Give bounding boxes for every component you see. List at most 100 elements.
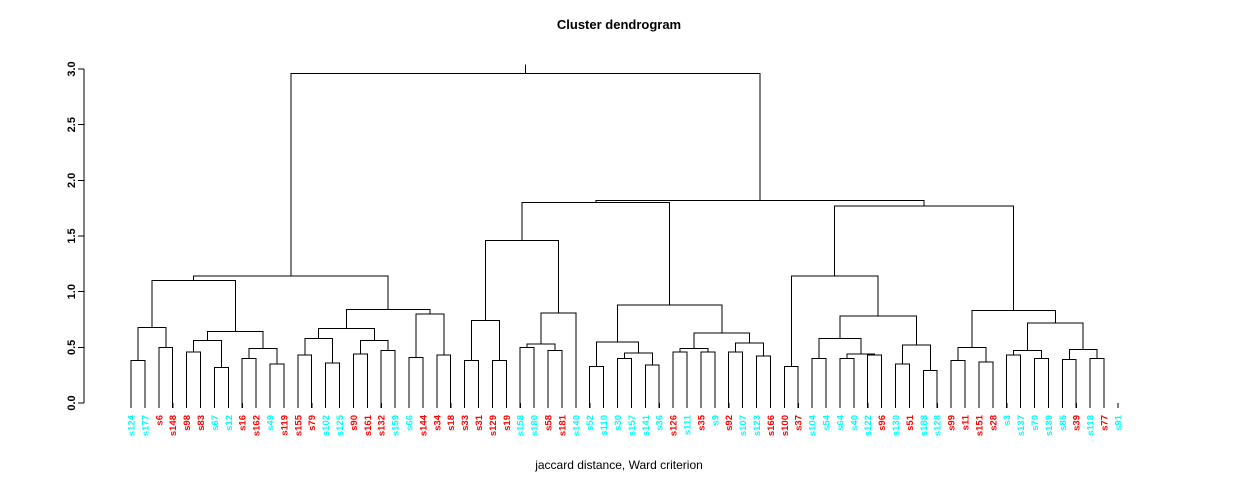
leaf-label-s9: s9 xyxy=(710,415,721,426)
leaf-label-s6: s6 xyxy=(154,415,165,426)
dendrogram-branch xyxy=(304,337,334,363)
dendrogram-branch xyxy=(408,356,424,403)
leaf-label-s96: s96 xyxy=(877,415,888,431)
dendrogram-branch xyxy=(895,363,910,403)
dendrogram-branch xyxy=(345,308,431,329)
leaf-label-s151: s151 xyxy=(974,414,985,436)
dendrogram-branch xyxy=(971,310,1056,348)
dendrogram-branch xyxy=(922,370,938,403)
dendrogram-branch xyxy=(1089,357,1105,403)
leaf-label-s166: s166 xyxy=(766,415,777,436)
leaf-label-s33: s33 xyxy=(460,415,471,431)
leaf-label-s40: s40 xyxy=(849,415,860,431)
dendrogram-branch xyxy=(297,354,313,403)
dendrogram-branch xyxy=(151,280,236,332)
leaf-label-s140: s140 xyxy=(571,415,582,436)
leaf-label-s36: s36 xyxy=(655,415,666,431)
dendrogram-branch xyxy=(547,350,563,403)
dendrogram-branch xyxy=(901,344,931,371)
leaf-label-s90: s90 xyxy=(349,415,360,431)
leaf-label-s111: s111 xyxy=(683,414,694,435)
leaf-label-s157: s157 xyxy=(627,415,638,436)
leaf-label-s118: s118 xyxy=(1086,415,1097,436)
leaf-label-s123: s123 xyxy=(752,415,763,436)
leaf-label-s130: s130 xyxy=(891,415,902,436)
dendrogram-branch xyxy=(206,331,264,349)
dendrogram-branch xyxy=(1006,354,1022,403)
dendrogram-branch xyxy=(269,363,285,403)
leaf-label-s102: s102 xyxy=(321,415,332,436)
dendrogram-branch xyxy=(471,320,500,361)
dendrogram-branch xyxy=(957,346,987,362)
leaf-label-s91: s91 xyxy=(1113,414,1124,431)
dendrogram-branch xyxy=(290,72,761,277)
y-axis-tick-label: 2.0 xyxy=(66,173,78,188)
leaf-label-s141: s141 xyxy=(641,414,652,436)
leaf-label-s128: s128 xyxy=(933,415,944,436)
dendrogram-branch xyxy=(672,351,688,403)
dendrogram-branch xyxy=(1034,357,1049,403)
leaf-label-s58: s58 xyxy=(544,415,555,431)
dendrogram-branch xyxy=(818,337,862,359)
dendrogram-branch xyxy=(241,357,257,403)
leaf-label-s52: s52 xyxy=(585,415,596,431)
y-axis-tick-label: 0.0 xyxy=(66,395,78,410)
leaf-label-s34: s34 xyxy=(432,414,443,431)
dendrogram-branch xyxy=(834,205,1015,311)
dendrogram-branch xyxy=(756,355,771,403)
y-axis-tick-label: 2.5 xyxy=(66,117,78,132)
leaf-label-s144: s144 xyxy=(418,414,429,436)
dendrogram-branch xyxy=(540,312,577,403)
dendrogram-branch xyxy=(679,347,709,352)
leaf-label-s67: s67 xyxy=(210,415,221,431)
dendrogram-branch xyxy=(839,315,917,346)
leaf-label-s31: s31 xyxy=(474,414,485,431)
dendrogram-branch xyxy=(186,351,201,403)
x-axis-label: jaccard distance, Ward criterion xyxy=(535,458,703,472)
leaf-label-s159: s159 xyxy=(391,415,402,436)
dendrogram-branch xyxy=(213,366,229,403)
dendrogram-branch xyxy=(811,357,827,403)
dendrogram-branch xyxy=(595,199,925,206)
leaf-label-s64: s64 xyxy=(835,414,846,431)
leaf-label-s85: s85 xyxy=(1058,414,1069,431)
leaf-label-s35: s35 xyxy=(696,414,707,431)
leaf-label-s51: s51 xyxy=(905,414,916,431)
dendrogram-branch xyxy=(521,202,671,306)
dendrogram-branch xyxy=(596,341,639,367)
leaf-label-s54: s54 xyxy=(822,414,833,431)
dendrogram-branch xyxy=(617,304,723,342)
dendrogram-branch xyxy=(137,326,167,361)
dendrogram-branch xyxy=(158,346,174,403)
dendrogram-branch xyxy=(693,332,751,349)
leaf-label-s148: s148 xyxy=(168,415,179,436)
y-axis-tick-label: 1.5 xyxy=(66,228,78,243)
leaf-label-s30: s30 xyxy=(613,415,624,431)
dendrogram-branch xyxy=(352,353,368,403)
leaf-label-s181: s181 xyxy=(557,414,568,436)
page-title: Cluster dendrogram xyxy=(556,17,682,32)
dendrogram-branch xyxy=(415,313,445,358)
y-axis-tick-label: 0.5 xyxy=(66,340,78,355)
dendrogram-branch xyxy=(728,351,744,403)
leaf-label-s126: s126 xyxy=(669,415,680,436)
leaf-label-s77: s77 xyxy=(1100,415,1111,431)
dendrogram-branch xyxy=(783,365,799,403)
leaf-label-s177: s177 xyxy=(140,415,151,436)
leaf-label-s124: s124 xyxy=(127,414,138,436)
leaf-label-s139: s139 xyxy=(1044,415,1055,436)
leaf-label-s107: s107 xyxy=(738,415,749,436)
leaf-label-s180: s180 xyxy=(530,415,541,436)
leaf-label-s98: s98 xyxy=(182,415,193,431)
dendrogram-branch xyxy=(359,340,389,355)
leaf-label-s161: s161 xyxy=(363,414,374,436)
dendrogram-branch xyxy=(193,275,389,310)
leaf-label-s129: s129 xyxy=(488,415,499,436)
leaf-label-s12: s12 xyxy=(224,415,235,431)
dendrogram-branch xyxy=(491,360,507,403)
dendrogram-branch xyxy=(589,365,605,403)
leaf-label-s122: s122 xyxy=(863,415,874,436)
